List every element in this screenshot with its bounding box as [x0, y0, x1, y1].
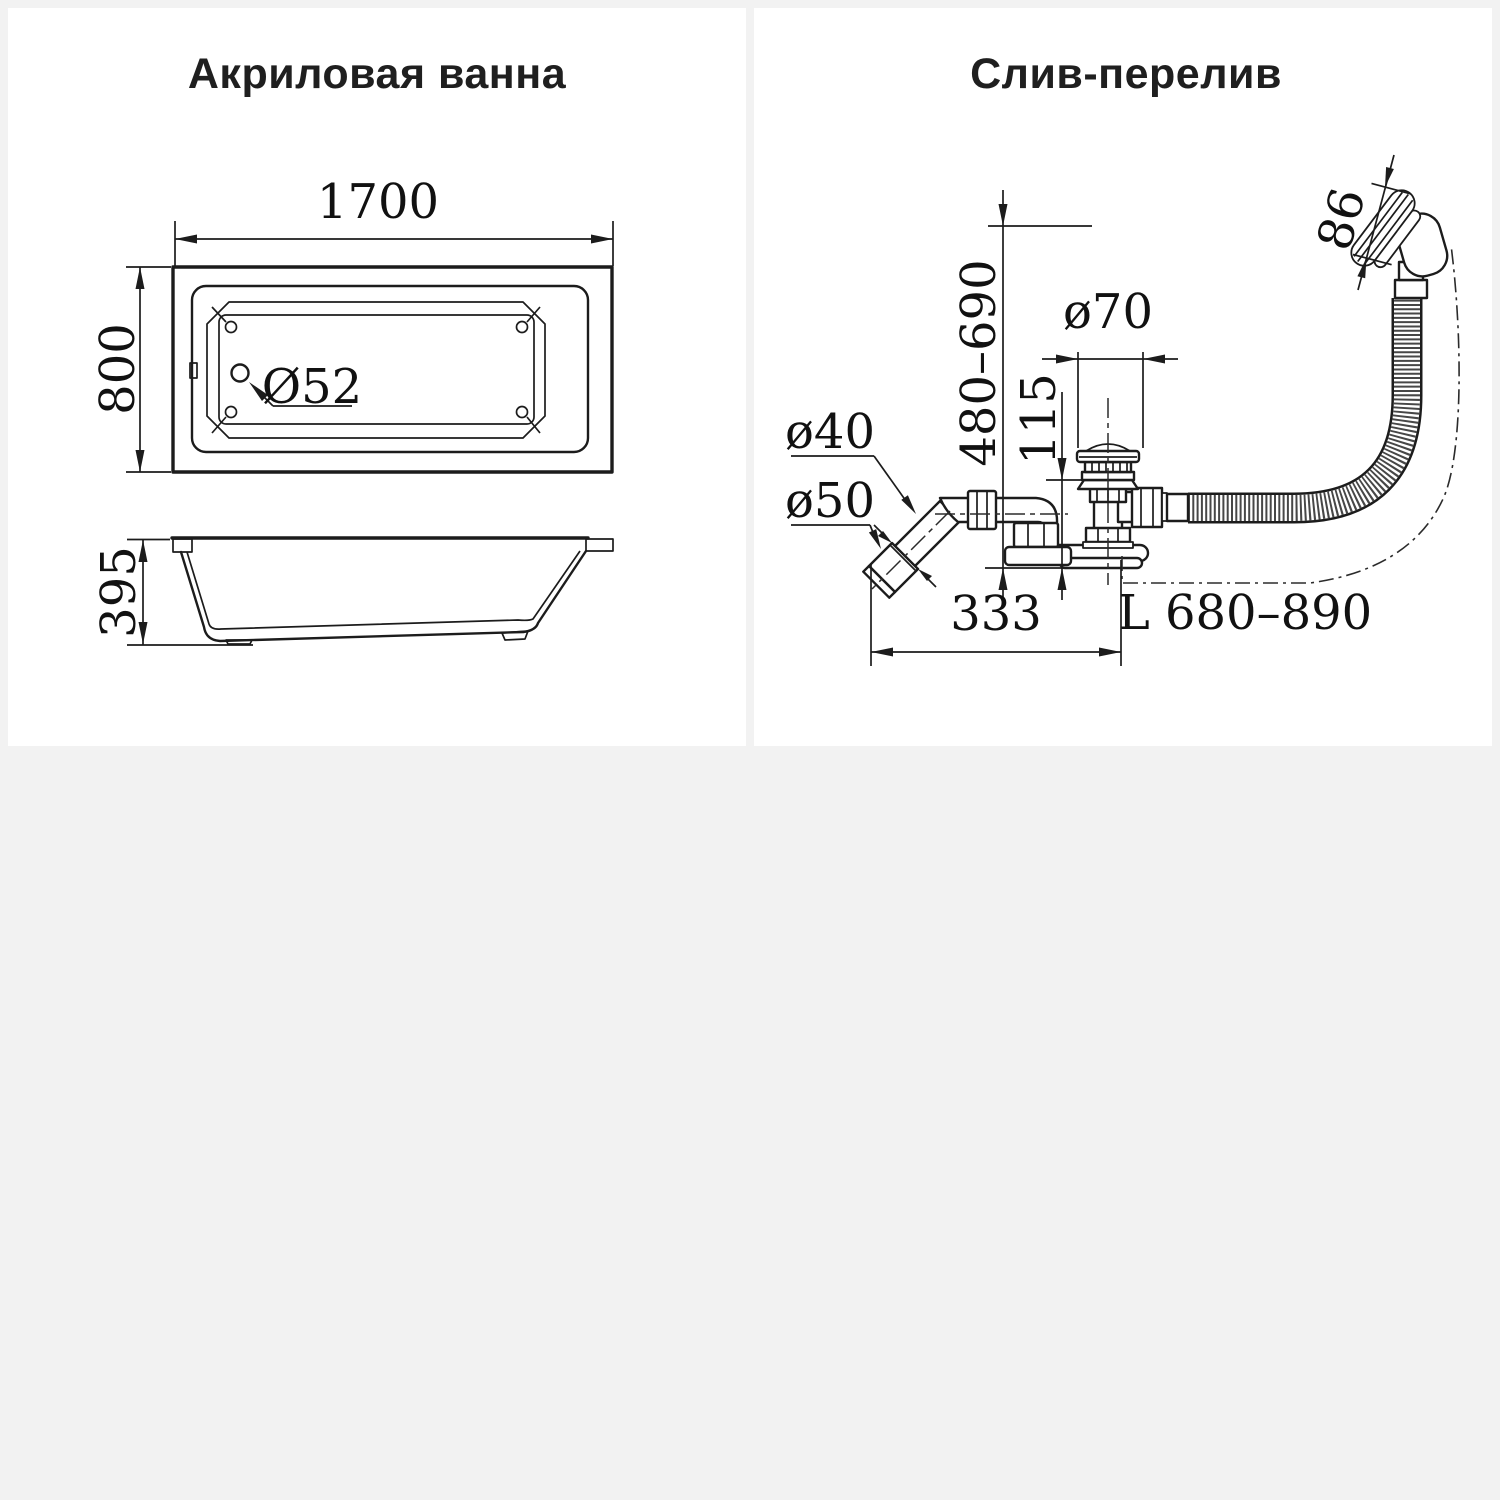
- width-label: 800: [90, 323, 146, 415]
- overflow-slot: [189, 362, 198, 379]
- bathtub-title: Акриловая ванна: [188, 50, 567, 98]
- left-nut: [1012, 521, 1060, 549]
- pipe-diameter-dimension: ø40: [785, 404, 937, 588]
- install-height-dimension: 480–690: [951, 190, 1092, 600]
- hose-nut: [1130, 486, 1164, 529]
- tub-basin-edge: [206, 301, 546, 439]
- drain-overflow-panel: Слив-перелив: [754, 8, 1492, 746]
- bathtub-panel: Акриловая ванна: [8, 8, 746, 746]
- install-height-label: 480–690: [951, 259, 1007, 466]
- tub-inner-rim: [190, 284, 590, 454]
- outlet-diameter-label: ø50: [785, 473, 875, 529]
- under-tub-dimension: 115: [1011, 373, 1082, 600]
- bathtub-top-view: [171, 265, 614, 474]
- drain-hole: [230, 363, 250, 383]
- cap-diameter-label: ø70: [1063, 284, 1153, 340]
- tub-basin-floor: [218, 314, 535, 425]
- drain-overflow-title: Слив-перелив: [970, 50, 1282, 98]
- width-dimension: 800: [90, 266, 171, 473]
- length-label: 1700: [317, 174, 439, 230]
- bathtub-drawing: Акриловая ванна: [90, 50, 614, 646]
- overflow-collar: [1393, 278, 1429, 300]
- drain-base: [1003, 521, 1150, 570]
- bathtub-side-view: [170, 536, 614, 645]
- tub-outer-rim: [171, 265, 614, 474]
- hose-length-path: [1121, 244, 1460, 584]
- overflow-cover: [1350, 189, 1422, 269]
- outlet-diameter-dimension: ø50: [785, 473, 881, 549]
- pipe-diameter-label: ø40: [785, 404, 875, 460]
- base-washer: [1058, 556, 1144, 570]
- drain-diameter-label: Ø52: [262, 359, 362, 415]
- drain-dimension: Ø52: [249, 359, 362, 415]
- left-washer: [1003, 545, 1073, 567]
- under-tub-height-label: 115: [1011, 373, 1067, 465]
- drain-overflow-drawing: Слив-перелив: [785, 50, 1460, 666]
- height-dimension: 395: [91, 538, 253, 646]
- hose-length-label: L 680–890: [1118, 585, 1372, 641]
- height-label: 395: [91, 546, 147, 638]
- horizontal-length-dimension: 333: [870, 560, 1122, 666]
- corrugated-hose: [1188, 298, 1423, 524]
- overflow-head: [1350, 189, 1449, 300]
- length-dimension: 1700: [174, 174, 614, 266]
- hose-adapter: [1165, 492, 1190, 523]
- cap-diameter-dimension: ø70: [1042, 284, 1178, 448]
- drain-valve: [1075, 443, 1190, 549]
- horizontal-length-label: 333: [950, 586, 1042, 642]
- union-nut: [966, 489, 998, 531]
- centerlines: [871, 398, 1109, 590]
